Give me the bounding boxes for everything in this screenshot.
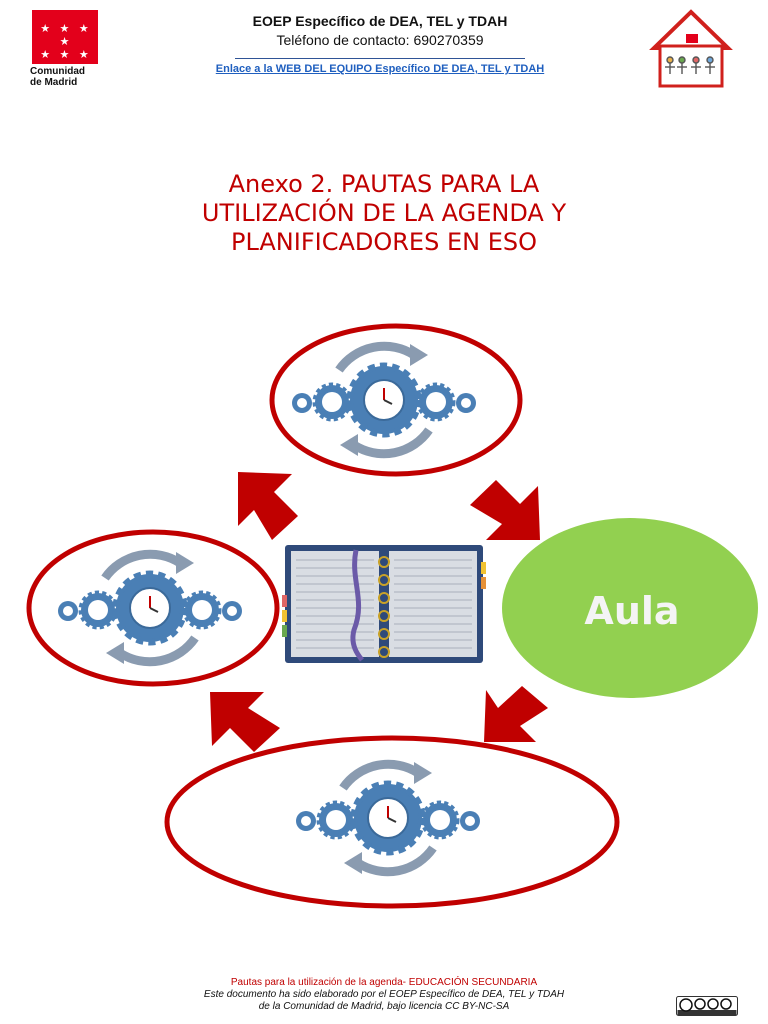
red-arrow-icon-2: [484, 686, 548, 742]
red-arrow-icon-4: [238, 472, 298, 540]
footer-line-3: de la Comunidad de Madrid, bajo licencia…: [258, 1001, 510, 1012]
title-line-3: PLANIFICADORES EN ESO: [230, 228, 537, 256]
aula-label: Aula: [584, 589, 680, 633]
header-phone: Teléfono de contacto: 690270359: [276, 32, 484, 48]
header: EOEP Específico de DEA, TEL y TDAH Teléf…: [180, 12, 580, 77]
footer-line-1: Pautas para la utilización de la agenda-…: [230, 977, 538, 988]
red-arrow-icon-1: [470, 480, 540, 540]
team-house-logo: [649, 9, 733, 88]
red-arrow-icon-3: [210, 692, 280, 752]
title-line-2: UTILIZACIÓN DE LA AGENDA Y: [201, 199, 567, 227]
planning-cycle-diagram: [26, 323, 758, 909]
agenda-book-icon: [282, 545, 486, 663]
cc-license-icon: [676, 996, 738, 1016]
footer: Pautas para la utilización de la agenda-…: [110, 977, 658, 1013]
logo-text-line2: de Madrid: [30, 77, 78, 88]
document-title: Anexo 2. PAUTAS PARA LA UTILIZACIÓN DE L…: [100, 170, 668, 257]
header-title: EOEP Específico de DEA, TEL y TDAH: [252, 13, 508, 29]
header-divider: [235, 58, 525, 59]
title-line-1: Anexo 2. PAUTAS PARA LA: [228, 170, 540, 198]
aula-circle: [502, 518, 758, 698]
logo-text-line1: Comunidad: [30, 66, 85, 77]
comunidad-madrid-logo: ★ ★ ★ ★★ ★ ★ Comunidad de Madrid: [30, 10, 100, 92]
madrid-flag-icon: ★ ★ ★ ★★ ★ ★: [32, 10, 98, 64]
team-web-link[interactable]: Enlace a la WEB DEL EQUIPO Específico DE…: [215, 63, 545, 75]
footer-line-2: Este documento ha sido elaborado por el …: [203, 989, 565, 1000]
